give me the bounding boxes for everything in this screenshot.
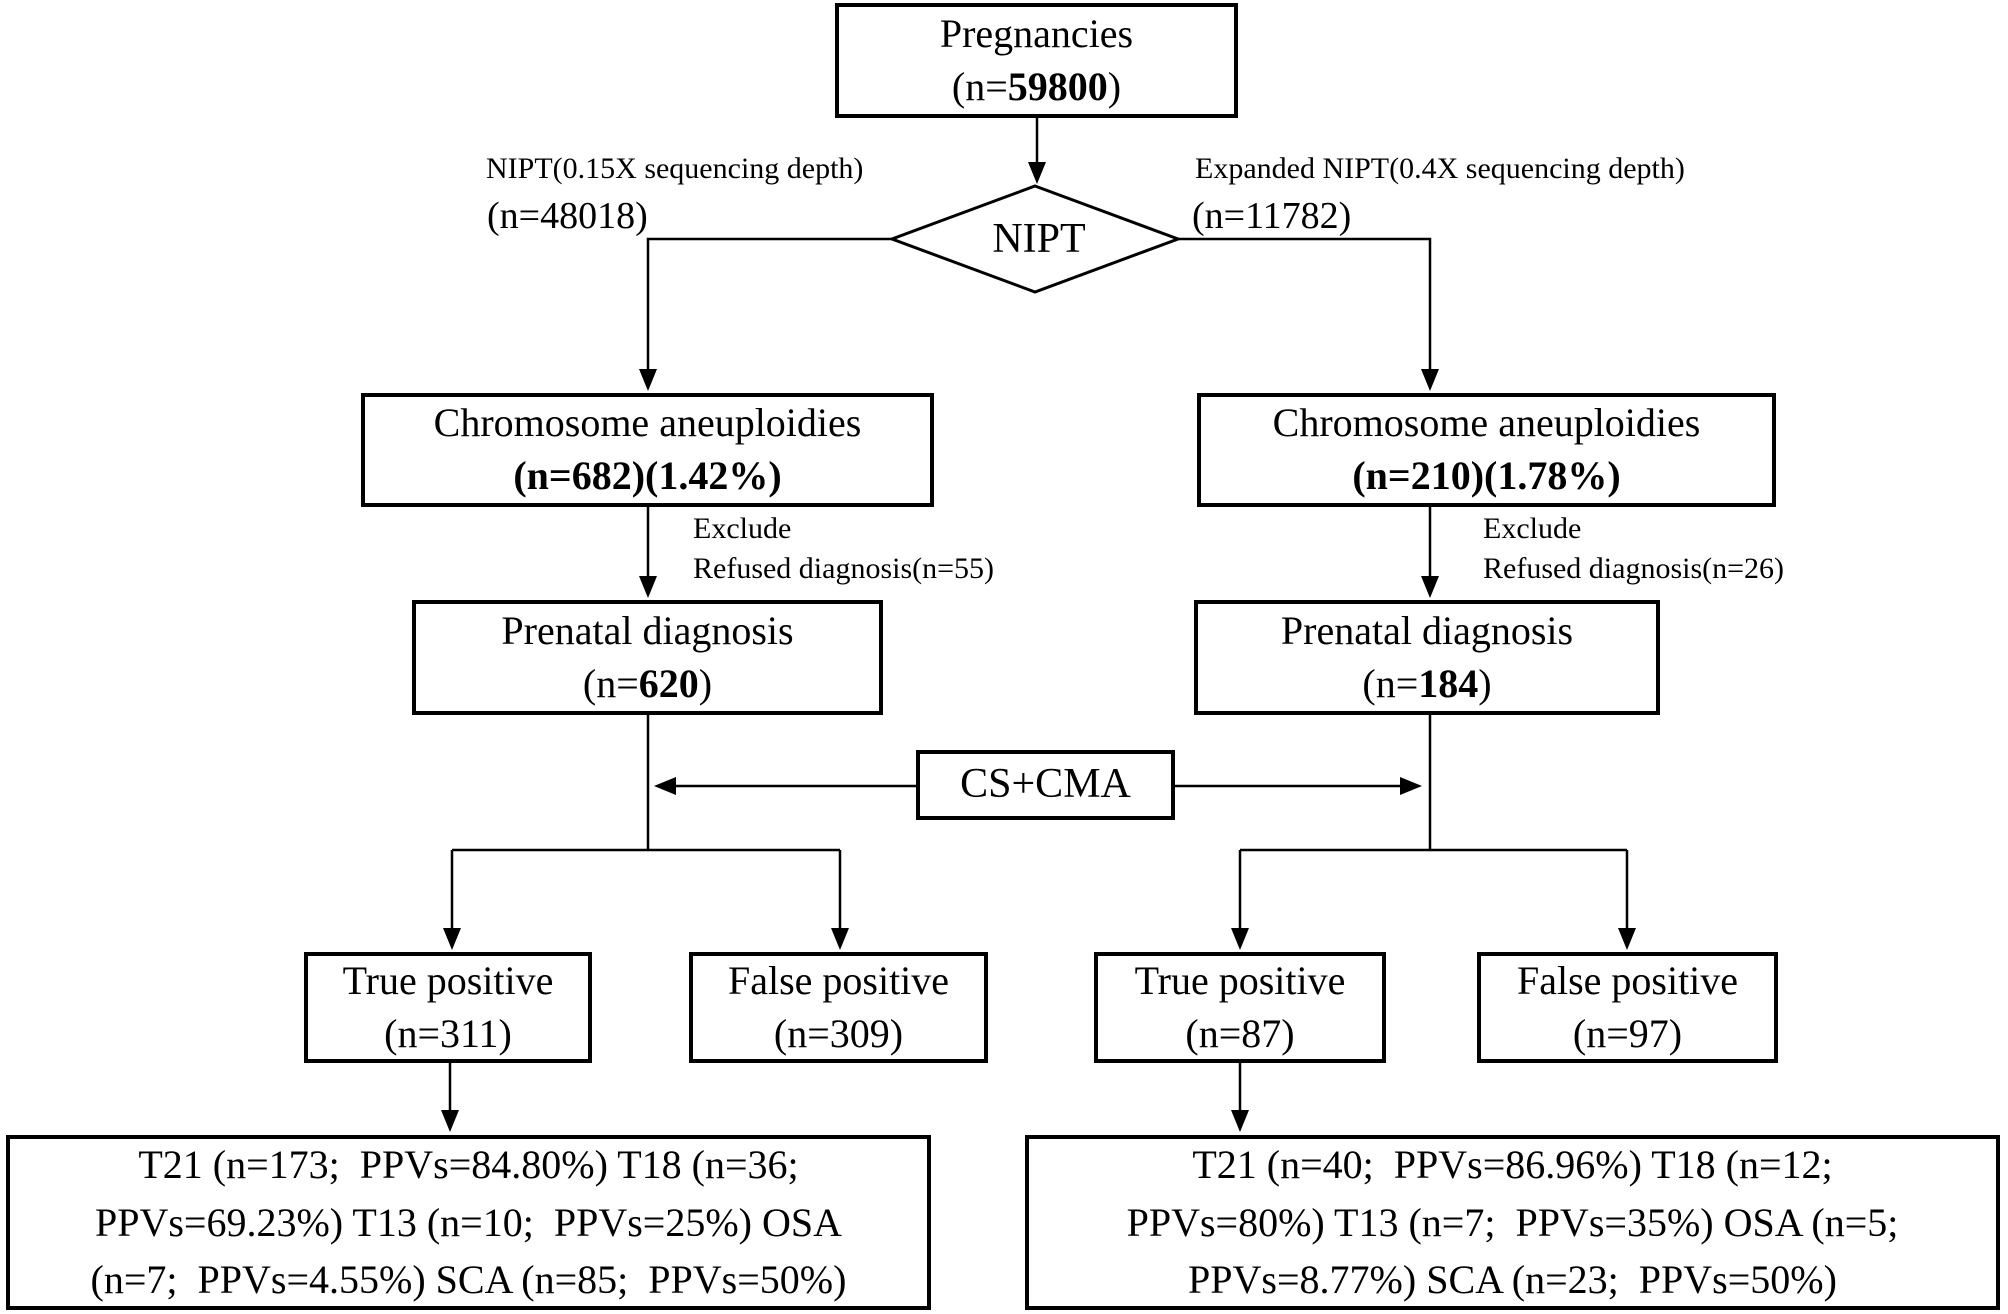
truepos-right-title: True positive bbox=[1134, 957, 1346, 1003]
true-positive-right-box: True positive (n=87) bbox=[1094, 952, 1386, 1063]
true-positive-left-box: True positive (n=311) bbox=[304, 952, 592, 1063]
truepos-left-count: (n=311) bbox=[384, 1010, 512, 1056]
cs-cma-box: CS+CMA bbox=[916, 750, 1175, 820]
branch-left-label-line2: (n=48018) bbox=[487, 195, 648, 237]
exclude-right-label-line2: Refused diagnosis(n=26) bbox=[1483, 552, 1785, 585]
nipt-decision-label: NIPT bbox=[992, 216, 1086, 262]
connector-nipt-to-chrom-right bbox=[1178, 237, 1439, 391]
chrom-left-title: Chromosome aneuploidies bbox=[433, 400, 862, 446]
false-positive-right-box: False positive (n=97) bbox=[1477, 952, 1778, 1063]
pregnancies-box: Pregnancies (n=59800) bbox=[835, 3, 1238, 118]
prenatal-left-count: (n=620) bbox=[582, 660, 713, 706]
cs-cma-label: CS+CMA bbox=[960, 761, 1131, 808]
chrom-right-title: Chromosome aneuploidies bbox=[1272, 400, 1701, 446]
falsepos-left-count: (n=309) bbox=[773, 1010, 904, 1056]
exclude-right-label-line1: Exclude bbox=[1483, 512, 1582, 545]
pregnancies-title: Pregnancies bbox=[939, 10, 1134, 56]
nipt-diamond bbox=[887, 184, 1183, 294]
results-left-line1: T21 (n=173; PPVs=84.80%) T18 (n=36; bbox=[138, 1142, 799, 1188]
results-right-line2: PPVs=80%) T13 (n=7; PPVs=35%) OSA (n=5; bbox=[1126, 1199, 1899, 1245]
truepos-right-count: (n=87) bbox=[1185, 1010, 1295, 1056]
prenatal-right-title: Prenatal diagnosis bbox=[1280, 607, 1574, 653]
falsepos-left-title: False positive bbox=[727, 957, 950, 1003]
results-left-line3: (n=7; PPVs=4.55%) SCA (n=85; PPVs=50%) bbox=[90, 1257, 847, 1303]
chromosome-aneuploidies-right-box: Chromosome aneuploidies (n=210)(1.78%) bbox=[1197, 393, 1776, 507]
falsepos-right-count: (n=97) bbox=[1572, 1010, 1683, 1056]
results-right-box: T21 (n=40; PPVs=86.96%) T18 (n=12; PPVs=… bbox=[1025, 1135, 2000, 1310]
connector-nipt-to-chrom-left bbox=[639, 237, 892, 391]
results-left-line2: PPVs=69.23%) T13 (n=10; PPVs=25%) OSA bbox=[94, 1199, 842, 1245]
branch-left-label-line1: NIPT(0.15X sequencing depth) bbox=[486, 152, 864, 185]
branch-right-label-line2: (n=11782) bbox=[1192, 195, 1352, 237]
results-right-line1: T21 (n=40; PPVs=86.96%) T18 (n=12; bbox=[1192, 1142, 1833, 1188]
pregnancies-count: (n=59800) bbox=[951, 63, 1122, 109]
results-right-line3: PPVs=8.77%) SCA (n=23; PPVs=50%) bbox=[1188, 1257, 1837, 1303]
prenatal-diagnosis-left-box: Prenatal diagnosis (n=620) bbox=[412, 600, 883, 715]
branch-right-label-line1: Expanded NIPT(0.4X sequencing depth) bbox=[1195, 152, 1685, 185]
falsepos-right-title: False positive bbox=[1516, 957, 1739, 1003]
chromosome-aneuploidies-left-box: Chromosome aneuploidies (n=682)(1.42%) bbox=[361, 393, 934, 507]
exclude-left-label-line2: Refused diagnosis(n=55) bbox=[693, 552, 995, 585]
chrom-right-count: (n=210)(1.78%) bbox=[1352, 453, 1621, 498]
prenatal-diagnosis-right-box: Prenatal diagnosis (n=184) bbox=[1194, 600, 1660, 715]
false-positive-left-box: False positive (n=309) bbox=[689, 952, 988, 1063]
truepos-left-title: True positive bbox=[342, 957, 554, 1003]
results-left-box: T21 (n=173; PPVs=84.80%) T18 (n=36; PPVs… bbox=[6, 1135, 931, 1310]
prenatal-left-title: Prenatal diagnosis bbox=[501, 607, 794, 653]
exclude-left-label-line1: Exclude bbox=[693, 512, 792, 545]
prenatal-right-count: (n=184) bbox=[1362, 660, 1492, 706]
chrom-left-count: (n=682)(1.42%) bbox=[513, 453, 782, 498]
